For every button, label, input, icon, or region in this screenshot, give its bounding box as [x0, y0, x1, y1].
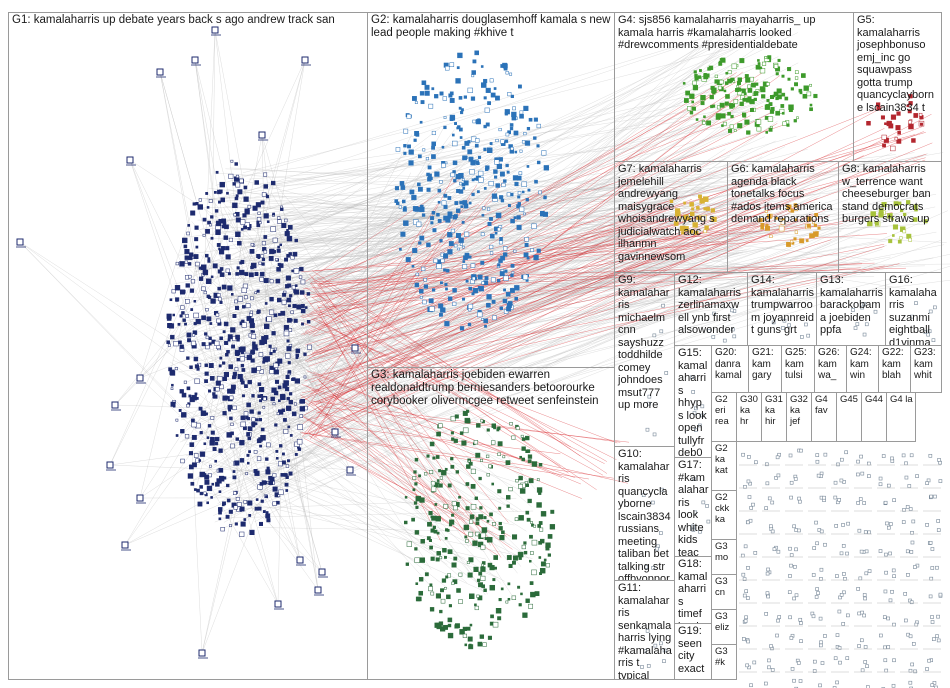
group-box-g20: G20: danra kamal — [711, 345, 749, 393]
group-box-g45: G45 — [836, 392, 862, 442]
group-label-g3b: G3 cn — [715, 576, 734, 598]
group-label-g24: G24: kam win — [850, 347, 876, 382]
group-label-g31: G31 ka hir — [765, 394, 784, 427]
group-label-g6: G6: kamalaharris agenda black tonetalks … — [731, 163, 836, 226]
group-box-g4b: G4 la — [886, 392, 916, 442]
group-box-g22: G22: kam blah — [878, 345, 911, 393]
group-label-g22: G22: kam blah — [882, 347, 908, 382]
group-box-g6: G6: kamalaharris agenda black tonetalks … — [727, 161, 839, 273]
group-box-g3a: G3 mo — [711, 539, 737, 575]
group-label-g18: G18: kamalaharris timef lead — [678, 558, 709, 624]
group-box-g1: G1: kamalaharris up debate years back s … — [8, 12, 368, 680]
group-box-g2: G2: kamalaharris douglasemhoff kamala s … — [367, 12, 615, 368]
group-label-g4: G4: sjs856 kamalaharris mayaharris_ up k… — [618, 14, 851, 52]
group-box-g9: G9: kamalaharris michaelm cnn sayshuzz t… — [614, 272, 675, 447]
group-label-g2: G2: kamalaharris douglasemhoff kamala s … — [371, 14, 612, 40]
group-label-g45: G45 — [840, 394, 859, 405]
group-label-g23: G23: kam whit — [914, 347, 939, 382]
group-label-g32: G32 ka jef — [790, 394, 809, 427]
group-label-g30: G30 ka hr — [740, 394, 759, 427]
group-box-g8: G8: kamalaharris w_terrence want cheeseb… — [838, 161, 942, 273]
group-label-g11: G11: kamalaharris senkamalaharris lying … — [618, 582, 672, 680]
group-box-g2b: G2 ckk ka — [711, 490, 737, 540]
group-label-g3c: G3 eliz — [715, 611, 734, 633]
group-label-g19: G19: seen city exact — [678, 625, 709, 675]
group-label-g9: G9: kamalaharris michaelm cnn sayshuzz t… — [618, 274, 672, 412]
group-box-g17: G17: #kamalaharris look white kids teac … — [674, 457, 712, 557]
group-label-g44: G44 — [865, 394, 884, 405]
group-label-g20: G20: danra kamal — [715, 347, 746, 382]
group-label-g12: G12: kamalaharris zerlinamaxwell ynb fir… — [678, 274, 745, 337]
group-box-g3: G3: kamalaharris joebiden ewarren realdo… — [367, 367, 615, 680]
group-label-g3d: G3 #k — [715, 646, 734, 668]
group-box-g19: G19: seen city exact — [674, 623, 712, 680]
group-label-g2b: G2 ckk ka — [715, 492, 734, 525]
small-groups-nodes — [739, 449, 942, 688]
group-box-g10: G10: kamalaharris quancyclayborne lscain… — [614, 446, 675, 581]
group-label-g8: G8: kamalaharris w_terrence want cheeseb… — [842, 163, 939, 226]
group-box-g26: G26: kam wa_ — [814, 345, 847, 393]
group-label-g14: G14: kamalaharris trumpwarroom joyannrei… — [751, 274, 814, 337]
group-label-g21: G21: kam gary — [752, 347, 779, 382]
group-label-g2x: G2 eri rea — [715, 394, 734, 427]
group-box-g15: G15: kamalaharris hhyp s look open tully… — [674, 345, 712, 458]
group-box-g21: G21: kam gary — [748, 345, 782, 393]
group-box-g24: G24: kam win — [846, 345, 879, 393]
group-label-g16: G16: kamalaharris suzanmi eightball d1vi… — [889, 274, 939, 346]
group-label-g3: G3: kamalaharris joebiden ewarren realdo… — [371, 369, 612, 408]
group-box-g4a: G4 fav — [811, 392, 837, 442]
group-box-g32: G32 ka jef — [786, 392, 812, 442]
group-label-g4a: G4 fav — [815, 394, 834, 416]
group-label-g25: G25: kam tulsi — [785, 347, 812, 382]
group-box-g16: G16: kamalaharris suzanmi eightball d1vi… — [885, 272, 942, 346]
group-box-g3d: G3 #k — [711, 644, 737, 680]
group-box-g23: G23: kam whit — [910, 345, 942, 393]
group-box-g13: G13: kamalaharris barackobama joebiden p… — [816, 272, 886, 346]
group-box-g18: G18: kamalaharris timef lead — [674, 556, 712, 624]
group-box-g12: G12: kamalaharris zerlinamaxwell ynb fir… — [674, 272, 748, 346]
group-box-g4: G4: sjs856 kamalaharris mayaharris_ up k… — [614, 12, 854, 162]
group-box-g7: G7: kamalaharris jemelehill andrewyang m… — [614, 161, 728, 273]
group-label-g26: G26: kam wa_ — [818, 347, 844, 382]
group-label-g17: G17: #kamalaharris look white kids teac … — [678, 459, 709, 557]
group-label-g13: G13: kamalaharris barackobama joebiden p… — [820, 274, 883, 337]
group-box-g11: G11: kamalaharris senkamalaharris lying … — [614, 580, 675, 680]
group-box-g3c: G3 eliz — [711, 609, 737, 645]
group-label-g2a: G2 ka kat — [715, 443, 734, 476]
group-box-g31: G31 ka hir — [761, 392, 787, 442]
group-label-g15: G15: kamalaharris hhyp s look open tully… — [678, 347, 709, 458]
group-box-g2x: G2 eri rea — [711, 392, 737, 442]
group-label-g4b: G4 la — [890, 394, 913, 405]
group-box-g3b: G3 cn — [711, 574, 737, 610]
group-box-g30: G30 ka hr — [736, 392, 762, 442]
group-box-g25: G25: kam tulsi — [781, 345, 815, 393]
group-label-g5: G5: kamalaharris josephbonuso emj_inc go… — [857, 14, 939, 114]
group-label-g10: G10: kamalaharris quancyclayborne lscain… — [618, 448, 672, 581]
group-label-g1: G1: kamalaharris up debate years back s … — [12, 14, 365, 27]
group-label-g7: G7: kamalaharris jemelehill andrewyang m… — [618, 163, 725, 263]
group-label-g3a: G3 mo — [715, 541, 734, 563]
group-box-g5: G5: kamalaharris josephbonuso emj_inc go… — [853, 12, 942, 162]
group-box-g44: G44 — [861, 392, 887, 442]
group-box-g2a: G2 ka kat — [711, 441, 737, 491]
group-box-g14: G14: kamalaharris trumpwarroom joyannrei… — [747, 272, 817, 346]
